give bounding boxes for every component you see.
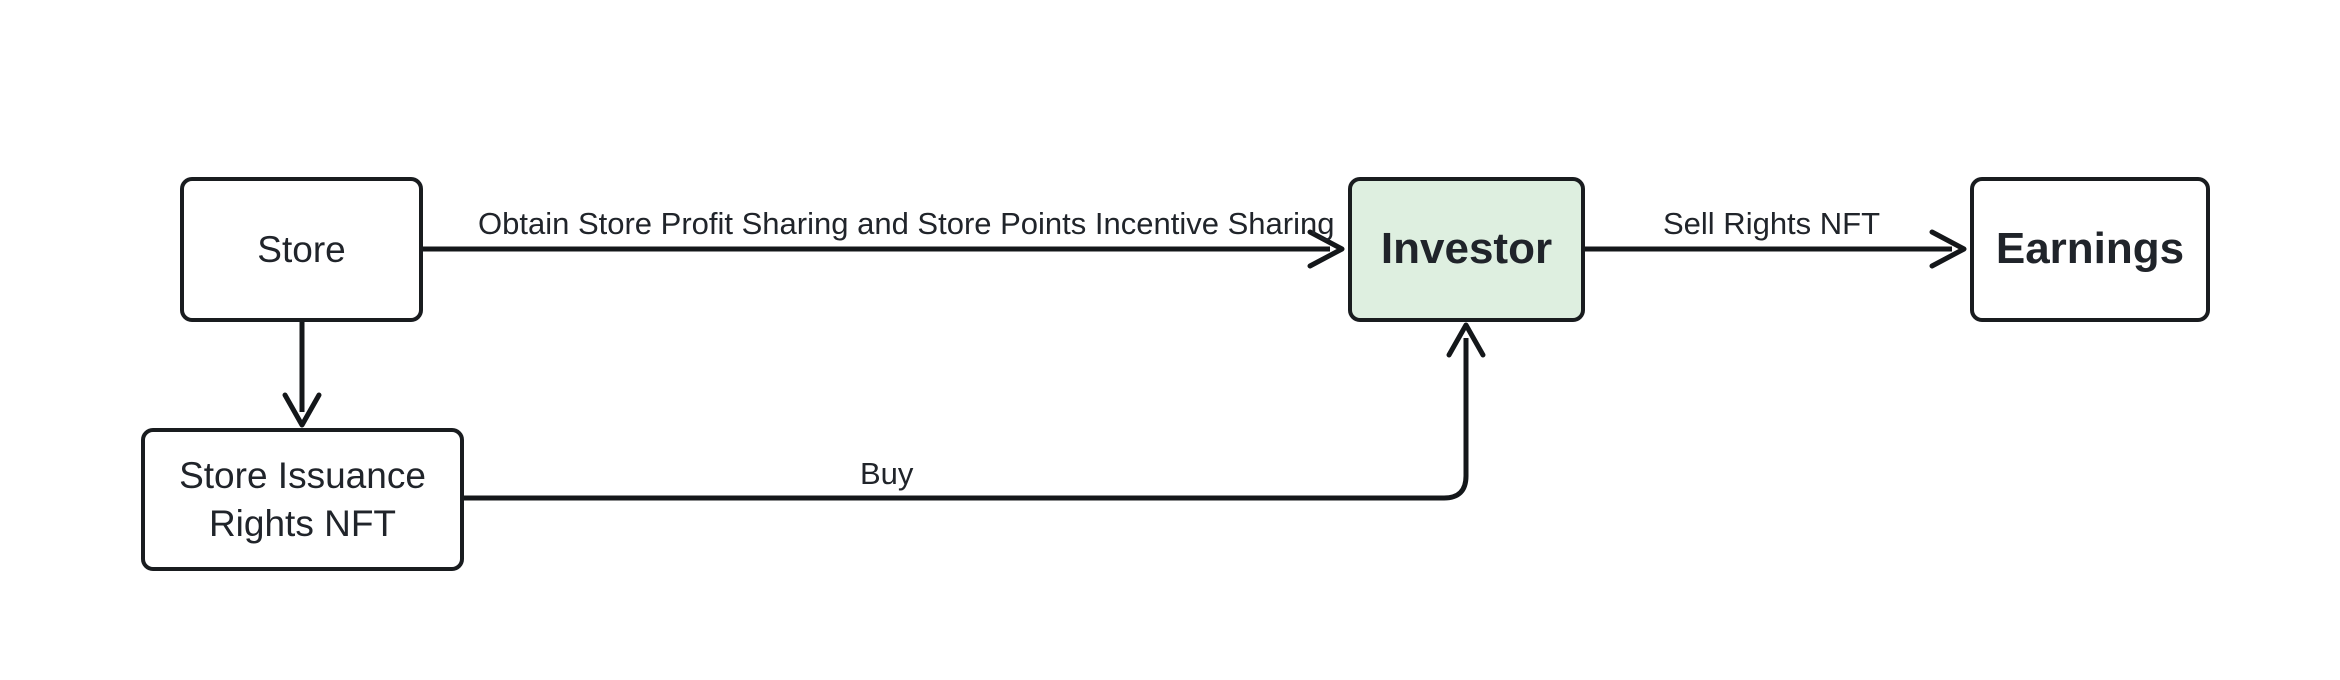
edge-store-to-nft xyxy=(282,322,322,428)
edge-label-investor-to-earnings: Sell Rights NFT xyxy=(1663,206,1881,241)
node-store[interactable]: Store xyxy=(180,177,423,322)
node-earnings-label: Earnings xyxy=(1995,224,2185,274)
node-investor-label: Investor xyxy=(1380,224,1553,274)
edge-line-nft-to-investor xyxy=(464,338,1469,501)
edge-label-nft-to-investor: Buy xyxy=(860,456,914,491)
arrowhead-store-to-nft xyxy=(282,392,322,428)
edge-nft-to-investor xyxy=(464,322,1486,501)
edge-label-store-to-investor: Obtain Store Profit Sharing and Store Po… xyxy=(478,206,1335,241)
node-store-issuance-rights-nft-label: Store Issuance Rights NFT xyxy=(179,455,426,544)
arrowhead-investor-to-earnings xyxy=(1929,229,1967,269)
node-investor[interactable]: Investor xyxy=(1348,177,1585,322)
arrowhead-nft-to-investor xyxy=(1446,322,1486,358)
node-store-label: Store xyxy=(257,228,346,270)
edge-investor-to-earnings xyxy=(1585,229,1967,269)
arrowhead-store-to-investor xyxy=(1307,229,1345,269)
node-store-issuance-rights-nft[interactable]: Store Issuance Rights NFT xyxy=(141,428,464,571)
node-earnings[interactable]: Earnings xyxy=(1970,177,2210,322)
edge-store-to-investor xyxy=(423,229,1345,269)
